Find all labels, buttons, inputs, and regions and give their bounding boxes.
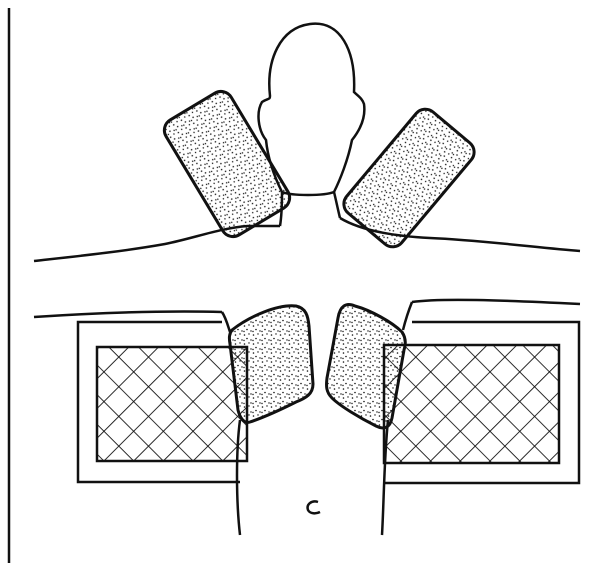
right-hatched-panel: [384, 345, 559, 463]
neck-right-line: [334, 192, 340, 218]
shoulder-line: [34, 218, 580, 261]
left-panel-frame-inner-top: [222, 312, 230, 332]
lower-left-pad: [229, 306, 313, 423]
left-hatched-panel: [97, 347, 247, 461]
navel-mark: [308, 501, 320, 513]
lower-line-right: [412, 300, 580, 304]
lower-line-left: [34, 311, 222, 317]
right-panel-frame-inner-top: [403, 302, 412, 330]
lower-right-pad: [327, 305, 406, 428]
